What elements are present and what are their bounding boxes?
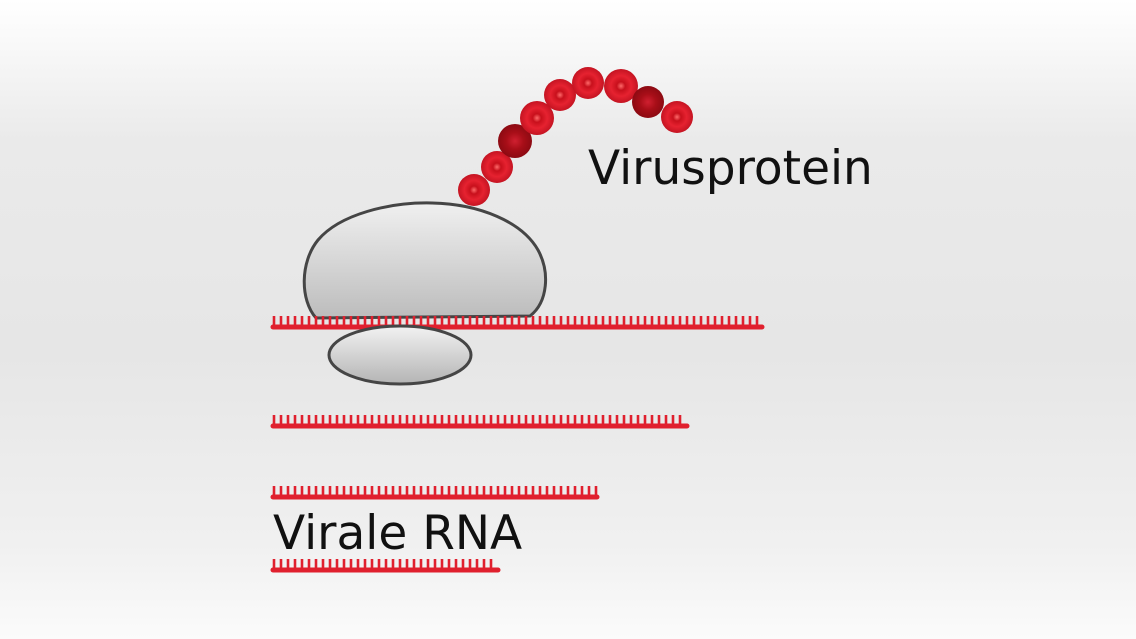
- rna-strand: [270, 415, 690, 429]
- amino-acid-bead: [604, 69, 638, 103]
- ribosome-large-subunit: [302, 201, 548, 320]
- amino-acid-bead: [661, 101, 693, 133]
- rna-strand: [270, 559, 501, 573]
- amino-acid-bead: [544, 79, 576, 111]
- rna-strands: [270, 316, 765, 573]
- amino-acid-bead: [458, 174, 490, 206]
- amino-acid-bead: [572, 67, 604, 99]
- amino-acid-bead: [632, 86, 664, 118]
- protein-label: Virusprotein: [588, 141, 873, 196]
- amino-acid-bead: [520, 101, 554, 135]
- rna-strand: [270, 486, 600, 500]
- virus-protein-chain: [458, 67, 693, 206]
- rna-label: Virale RNA: [273, 506, 522, 561]
- rna-strand: [270, 316, 765, 330]
- ribosome-small-subunit: [327, 324, 473, 386]
- amino-acid-bead: [481, 151, 513, 183]
- amino-acid-bead: [498, 124, 532, 158]
